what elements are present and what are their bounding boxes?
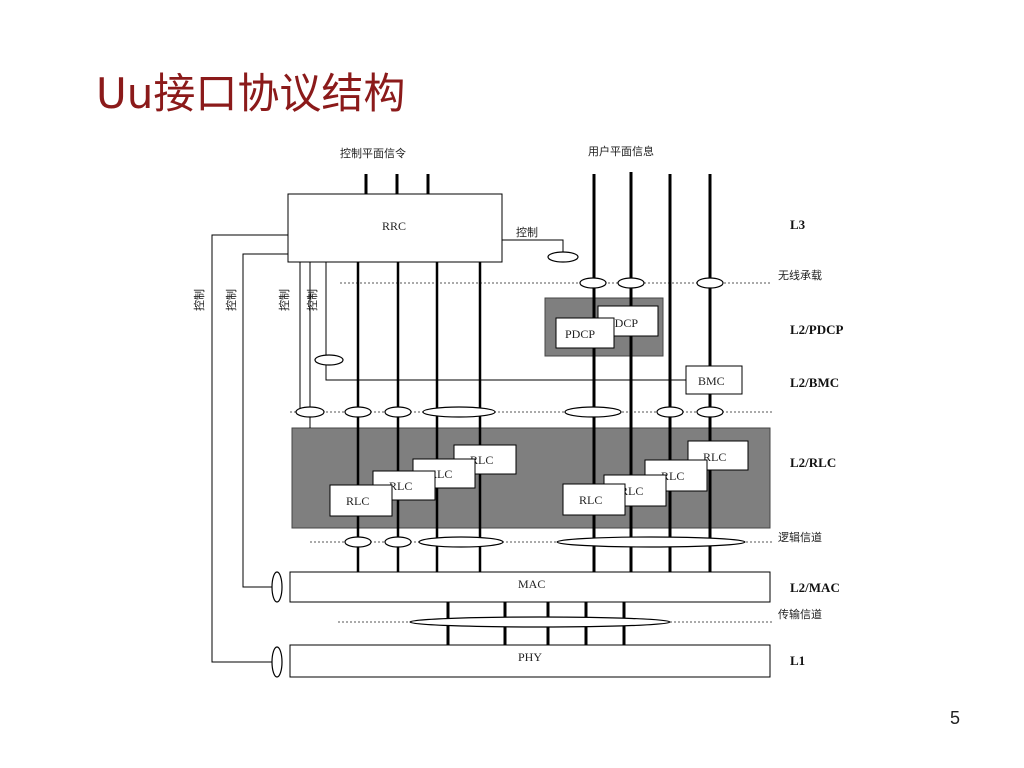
layer-l2-mac: L2/MAC xyxy=(790,580,840,595)
layer-l1: L1 xyxy=(790,653,805,668)
layer-l2-rlc: L2/RLC xyxy=(790,455,836,470)
layer-l2-bmc: L2/BMC xyxy=(790,375,839,390)
phy-block xyxy=(289,644,771,678)
bmc-block xyxy=(685,365,743,395)
control-label: 控制 xyxy=(516,225,538,239)
rrc-label: RRC xyxy=(382,219,406,233)
pdcp-block-1 xyxy=(555,317,615,349)
rlc-group-user: RLC RLC RLC RLC xyxy=(562,440,749,516)
layer-l2-pdcp: L2/PDCP xyxy=(790,322,844,337)
transport-channel-label: 传输信道 xyxy=(778,607,822,621)
page-number: 5 xyxy=(950,708,961,728)
side-control-label: 控制 xyxy=(305,289,319,311)
rlc-label: RLC xyxy=(703,450,726,464)
logical-channel-label: 逻辑信道 xyxy=(778,530,822,544)
slide-title: Uu接口协议结构 xyxy=(96,69,406,118)
pdcp-label-1: PDCP xyxy=(565,327,595,341)
side-control-label: 控制 xyxy=(192,289,206,311)
control-plane-signaling-lines xyxy=(364,174,430,194)
mac-block xyxy=(289,571,771,603)
rlc-label: RLC xyxy=(389,479,412,493)
rlc-label: RLC xyxy=(661,469,684,483)
user-plane-label: 用户平面信息 xyxy=(588,144,654,158)
service-access-points xyxy=(271,251,746,678)
layer-l3: L3 xyxy=(790,217,806,232)
control-plane-label: 控制平面信令 xyxy=(340,146,406,160)
side-control-label: 控制 xyxy=(224,289,238,311)
rlc-group-control: RLC RLC RLC RLC xyxy=(329,444,517,517)
mac-label: MAC xyxy=(518,577,545,591)
rlc-label: RLC xyxy=(470,453,493,467)
rrc-block xyxy=(287,193,503,263)
radio-bearer-label: 无线承载 xyxy=(778,268,822,282)
rlc-label: RLC xyxy=(579,493,602,507)
rlc-label: RLC xyxy=(346,494,369,508)
pdcp-label-2: PDCP xyxy=(608,316,638,330)
side-control-label: 控制 xyxy=(277,289,291,311)
rlc-label: RLC xyxy=(620,484,643,498)
phy-label: PHY xyxy=(518,650,542,664)
bmc-label: BMC xyxy=(698,374,725,388)
side-control-labels: 控制 控制 控制 控制 xyxy=(192,289,319,311)
